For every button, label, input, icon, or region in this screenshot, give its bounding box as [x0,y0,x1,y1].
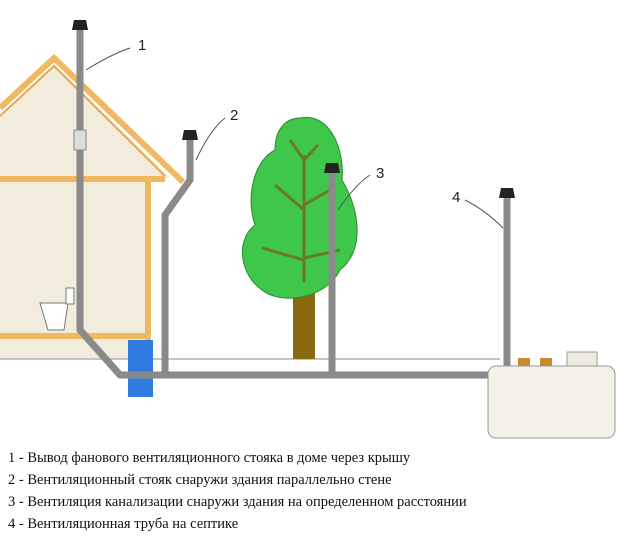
vent-riser-2 [161,140,194,375]
house [0,53,186,358]
pipes [76,30,511,379]
legend: 1 - Вывод фанового вентиляционного стояк… [8,447,467,535]
callout-1: 1 [138,37,146,54]
tree [241,116,358,359]
vent-riser-1 [76,30,495,379]
legend-item: 2 - Вентиляционный стояк снаружи здания … [8,472,392,488]
callout-leaders [85,47,504,229]
toilet-icon [39,287,75,331]
septic-tank [487,351,616,439]
legend-item: 3 - Вентиляция канализации снаружи здани… [8,494,467,510]
foundation-block [128,340,153,397]
callout-4: 4 [452,189,460,206]
callout-2: 2 [230,107,238,124]
callout-3: 3 [376,165,384,182]
vent-cap-icon [72,20,515,198]
legend-item: 1 - Вывод фанового вентиляционного стояк… [8,450,411,466]
legend-item: 4 - Вентиляционная труба на септике [8,516,239,532]
